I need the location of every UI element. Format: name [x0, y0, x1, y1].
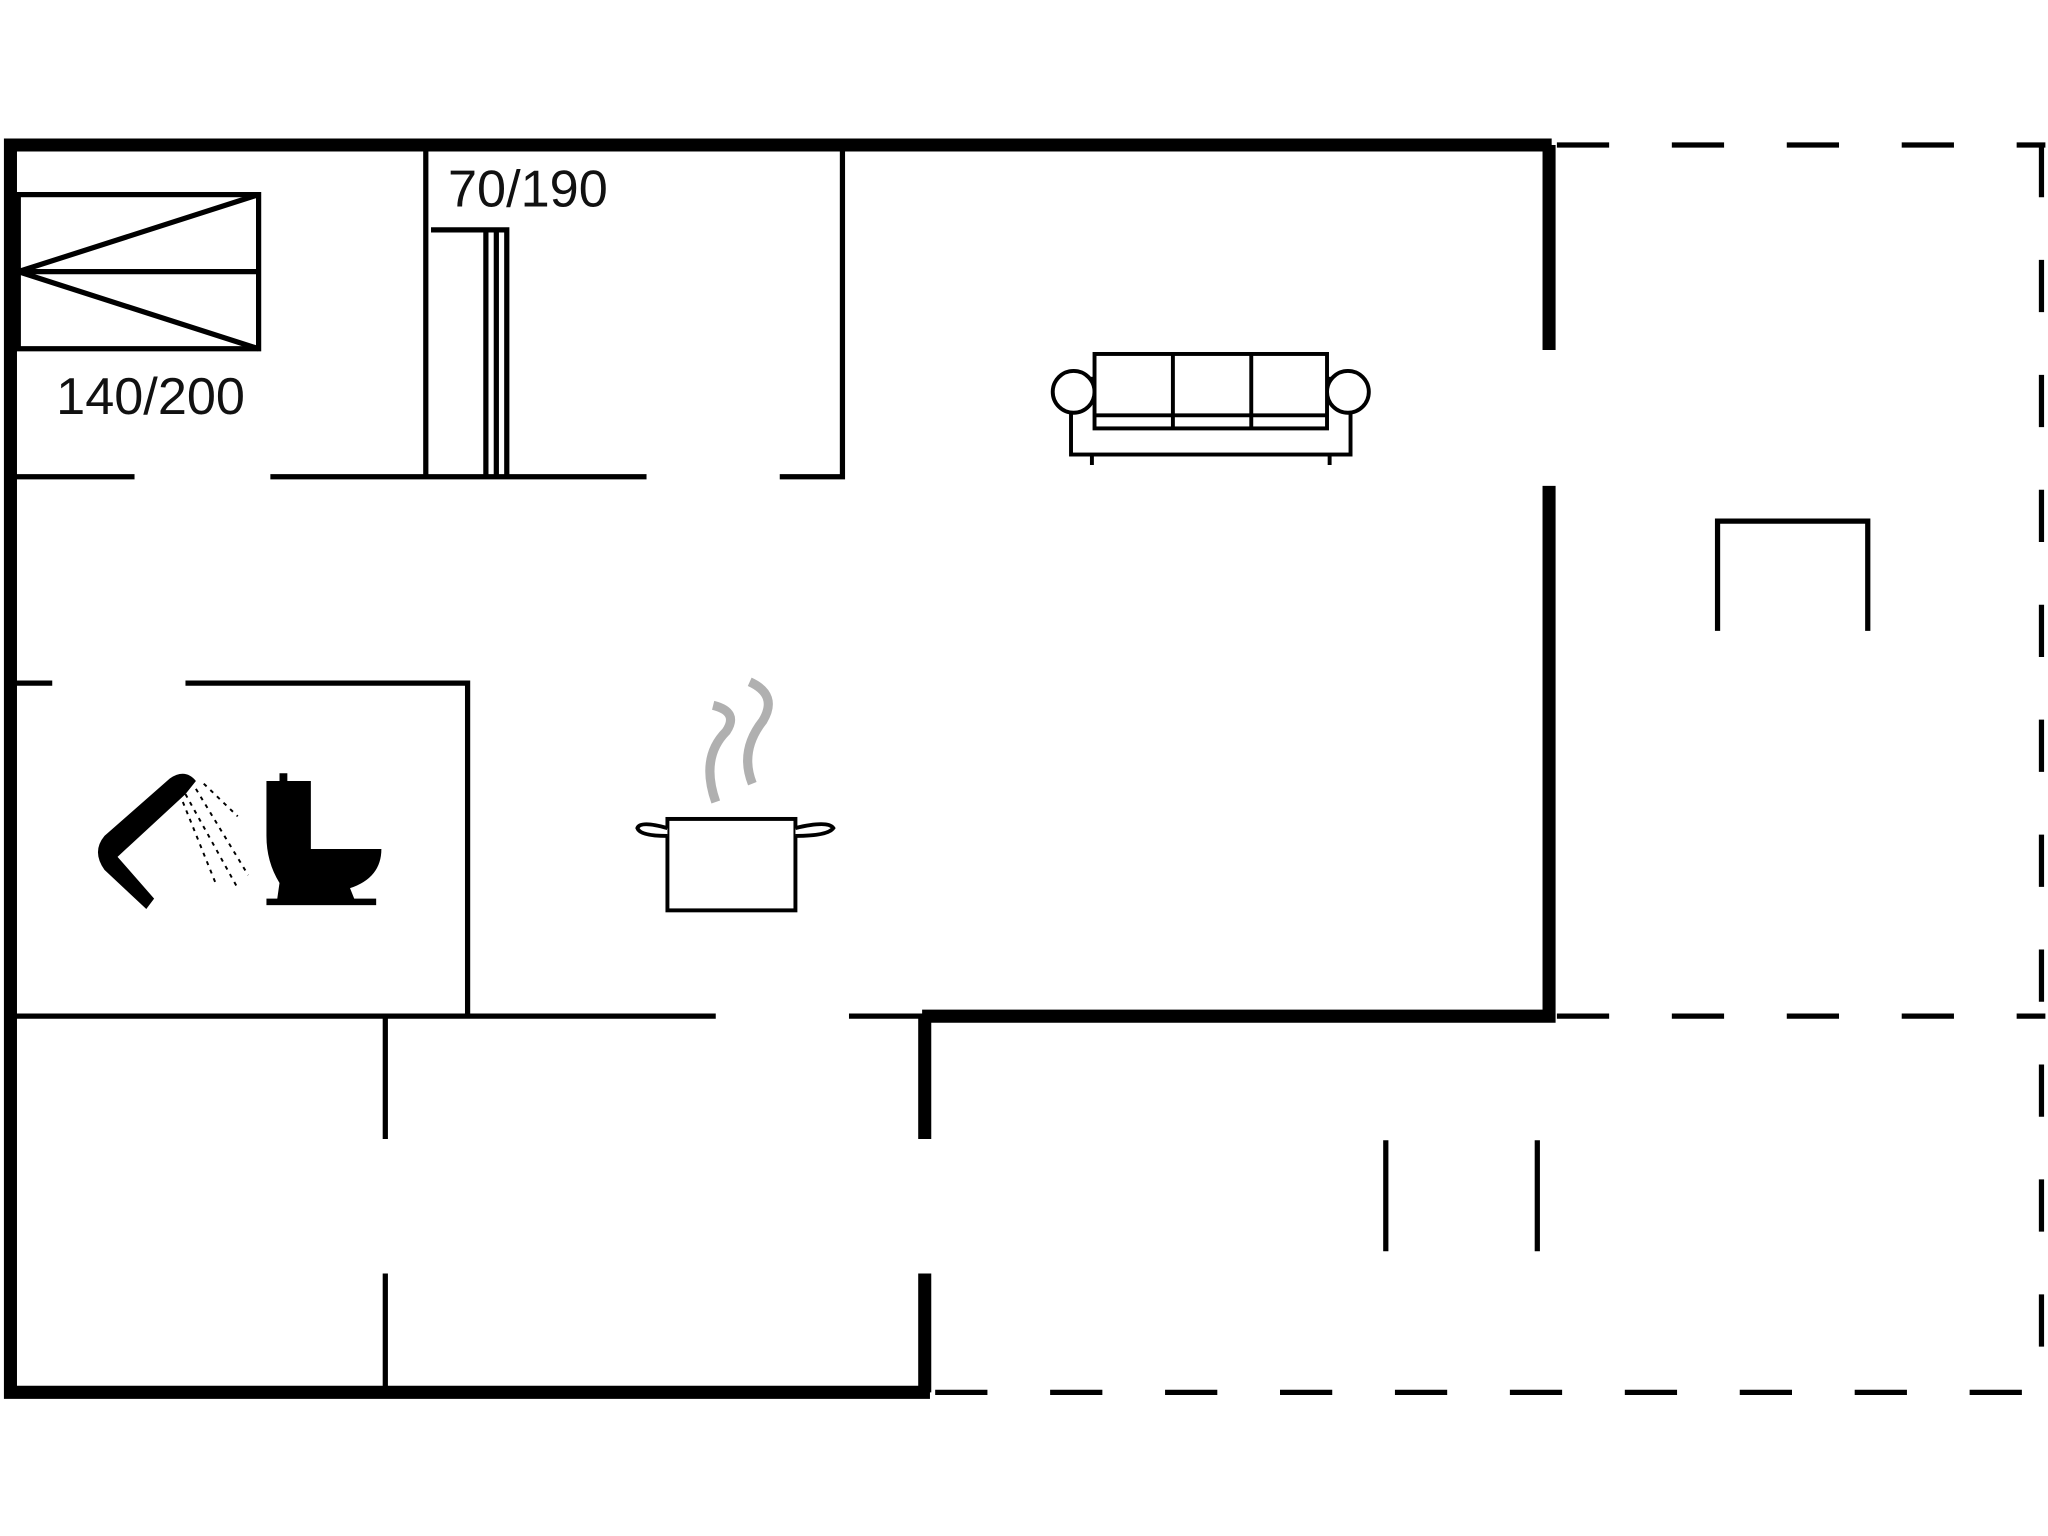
stair-marks — [1383, 1140, 1540, 1252]
cooking-pot-icon — [635, 677, 836, 913]
table-icon — [1714, 518, 1871, 631]
double-bed-size-label: 140/200 — [56, 368, 245, 426]
shower-icon — [97, 773, 250, 910]
exterior-walls — [3, 138, 1556, 1399]
single-bed-size-label: 70/190 — [448, 160, 608, 218]
sofa-icon — [1050, 351, 1371, 465]
terrace-outline — [935, 142, 2046, 1395]
toilet-icon — [266, 773, 382, 906]
interior-walls — [10, 151, 925, 1393]
double-bed-icon — [15, 191, 262, 352]
wardrobe-icon — [431, 227, 510, 477]
